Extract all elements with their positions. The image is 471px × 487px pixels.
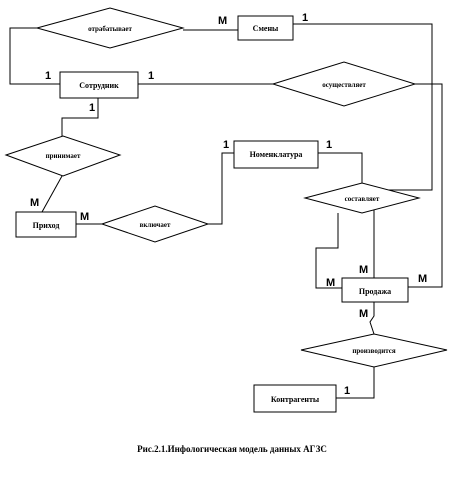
- edge-smeny-osushchestvlyaet: [293, 23, 433, 285]
- edge-vklyuchaet-nomenklatura: [208, 152, 234, 225]
- cardinality-kontr-proizv: 1: [344, 385, 350, 397]
- cardinality-sotr-otrab: 1: [45, 70, 51, 82]
- entity-prikhod: Приход: [15, 211, 77, 238]
- edge-sotrudnik-prinimaet: [61, 98, 99, 136]
- relationship-osushchestvlyaet: осуществляет: [271, 61, 417, 107]
- entity-nomenklatura: Номенклатура: [233, 140, 319, 169]
- entity-label: Продажа: [359, 287, 391, 296]
- entity-label: Смены: [253, 24, 279, 33]
- cardinality-prodazha-sost-top: М: [359, 264, 368, 276]
- relationship-label: включает: [140, 221, 171, 229]
- cardinality-prikhod-prinim: М: [30, 197, 39, 209]
- edge-otrabatyvaet-sotrudnik: [9, 27, 60, 85]
- edge-sostavlyaet-prodazha: [315, 213, 342, 289]
- cardinality-prodazha-osush: М: [418, 273, 427, 285]
- connectors: [9, 23, 443, 399]
- relationship-label: составляет: [345, 195, 380, 203]
- cardinality-nomenk-vkl: 1: [223, 139, 229, 151]
- cardinality-smeny-osush: 1: [302, 12, 308, 24]
- relationship-vklyuchaet: включает: [100, 205, 210, 243]
- entity-sotrudnik: Сотрудник: [59, 71, 139, 99]
- cardinality-sotr-prinim: 1: [89, 102, 95, 114]
- relationship-label: осуществляет: [322, 81, 366, 89]
- edge-prinimaet-prikhod: [41, 175, 63, 213]
- relationship-otrabatyvaet: отрабатывает: [35, 7, 185, 49]
- cardinality-prodazha-proizv: М: [359, 308, 368, 320]
- entity-smeny: Смены: [237, 15, 294, 41]
- relationship-proizvoditsya: производится: [300, 333, 448, 368]
- relationship-prinimaet: принимает: [4, 135, 122, 177]
- cardinality-sotr-osush: 1: [148, 70, 154, 82]
- edge-osushchestvlyaet-prodazha: [408, 83, 443, 288]
- entity-kontragenty: Контрагенты: [253, 384, 337, 413]
- cardinality-prodazha-sost-left: М: [326, 277, 335, 289]
- relationship-sostavlyaet: составляет: [303, 182, 421, 214]
- entity-label: Приход: [33, 221, 60, 230]
- edge-prodazha-proizvoditsya: [369, 302, 375, 335]
- edge-nomenklatura-sostavlyaet: [318, 152, 363, 183]
- cardinality-smeny-otrab: М: [218, 15, 227, 27]
- cardinality-prikhod-vkl: М: [80, 211, 89, 223]
- figure-caption: Рис.2.1.Инфологическая модель данных АГЗ…: [137, 444, 327, 454]
- relationship-label: принимает: [46, 152, 81, 160]
- relationship-label: производится: [352, 347, 396, 355]
- relationship-label: отрабатывает: [88, 25, 132, 33]
- cardinality-nomenk-sost: 1: [326, 139, 332, 151]
- entity-label: Сотрудник: [79, 81, 119, 90]
- cardinalities: М 1 1 1 1 М М 1 1 М М М М 1: [30, 12, 427, 397]
- edge-proizvoditsya-kontragenty: [336, 367, 375, 399]
- entity-label: Контрагенты: [271, 395, 320, 404]
- entity-prodazha: Продажа: [341, 277, 409, 303]
- entity-label: Номенклатура: [250, 150, 303, 159]
